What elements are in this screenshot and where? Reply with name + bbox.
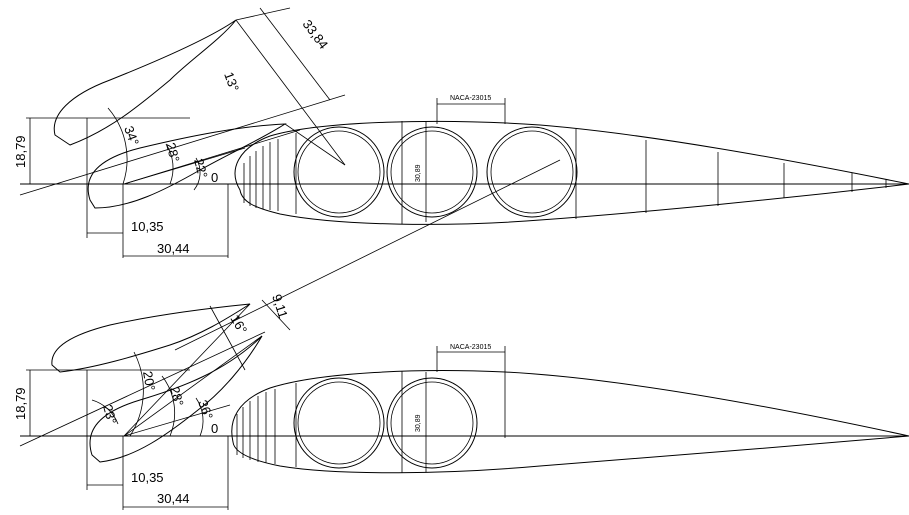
lower-airfoil-group: 30,89 NACA-23015 16° 20° 28° 36° 23° 0 9…: [13, 292, 909, 510]
upper-angle-28: 28°: [163, 141, 183, 164]
lower-spar-circles: [293, 377, 478, 469]
upper-airfoil-outline: [234, 120, 909, 225]
upper-naca-label: NACA-23015: [450, 95, 491, 102]
upper-zero-label: 0: [211, 170, 218, 185]
upper-angle-22: 22°: [191, 157, 211, 180]
upper-flap-vane: [53, 19, 237, 146]
upper-angle-34: 34°: [121, 124, 142, 148]
lower-angle-23: 23°: [100, 403, 120, 426]
lower-angle-36: 36°: [195, 398, 216, 422]
upper-spar-height-label: 30,89: [415, 164, 422, 182]
lower-thickness-dim: 18,79: [13, 387, 28, 420]
connecting-diagonal: [174, 159, 561, 351]
lower-angle-28: 28°: [167, 385, 187, 408]
upper-dim-30: 30,44: [157, 241, 190, 256]
upper-rib-lines: [243, 121, 887, 224]
lower-flap-vane: [51, 303, 251, 373]
lower-dim-10: 10,35: [131, 470, 164, 485]
lower-airfoil-outline: [231, 370, 909, 474]
upper-dim-10: 10,35: [131, 219, 164, 234]
lower-zero-label: 0: [211, 421, 218, 436]
upper-thickness-dim: 18,79: [13, 135, 28, 168]
lower-spar-height-label: 30,89: [415, 414, 422, 432]
upper-spar-circles: [293, 126, 578, 218]
lower-angle-20: 20°: [140, 370, 158, 392]
lower-slot-dim: 9,11: [269, 292, 291, 320]
lower-naca-label: NACA-23015: [450, 344, 491, 351]
lower-dim-30: 30,44: [157, 491, 190, 506]
upper-slot-dim: 33,84: [300, 17, 332, 52]
upper-angle-lines: [19, 7, 346, 196]
upper-angle-13: 13°: [221, 70, 242, 94]
upper-flap-main: [87, 123, 287, 209]
upper-airfoil-group: 30,89 NACA-23015 13° 34° 28° 22° 0 33,84: [13, 7, 909, 258]
